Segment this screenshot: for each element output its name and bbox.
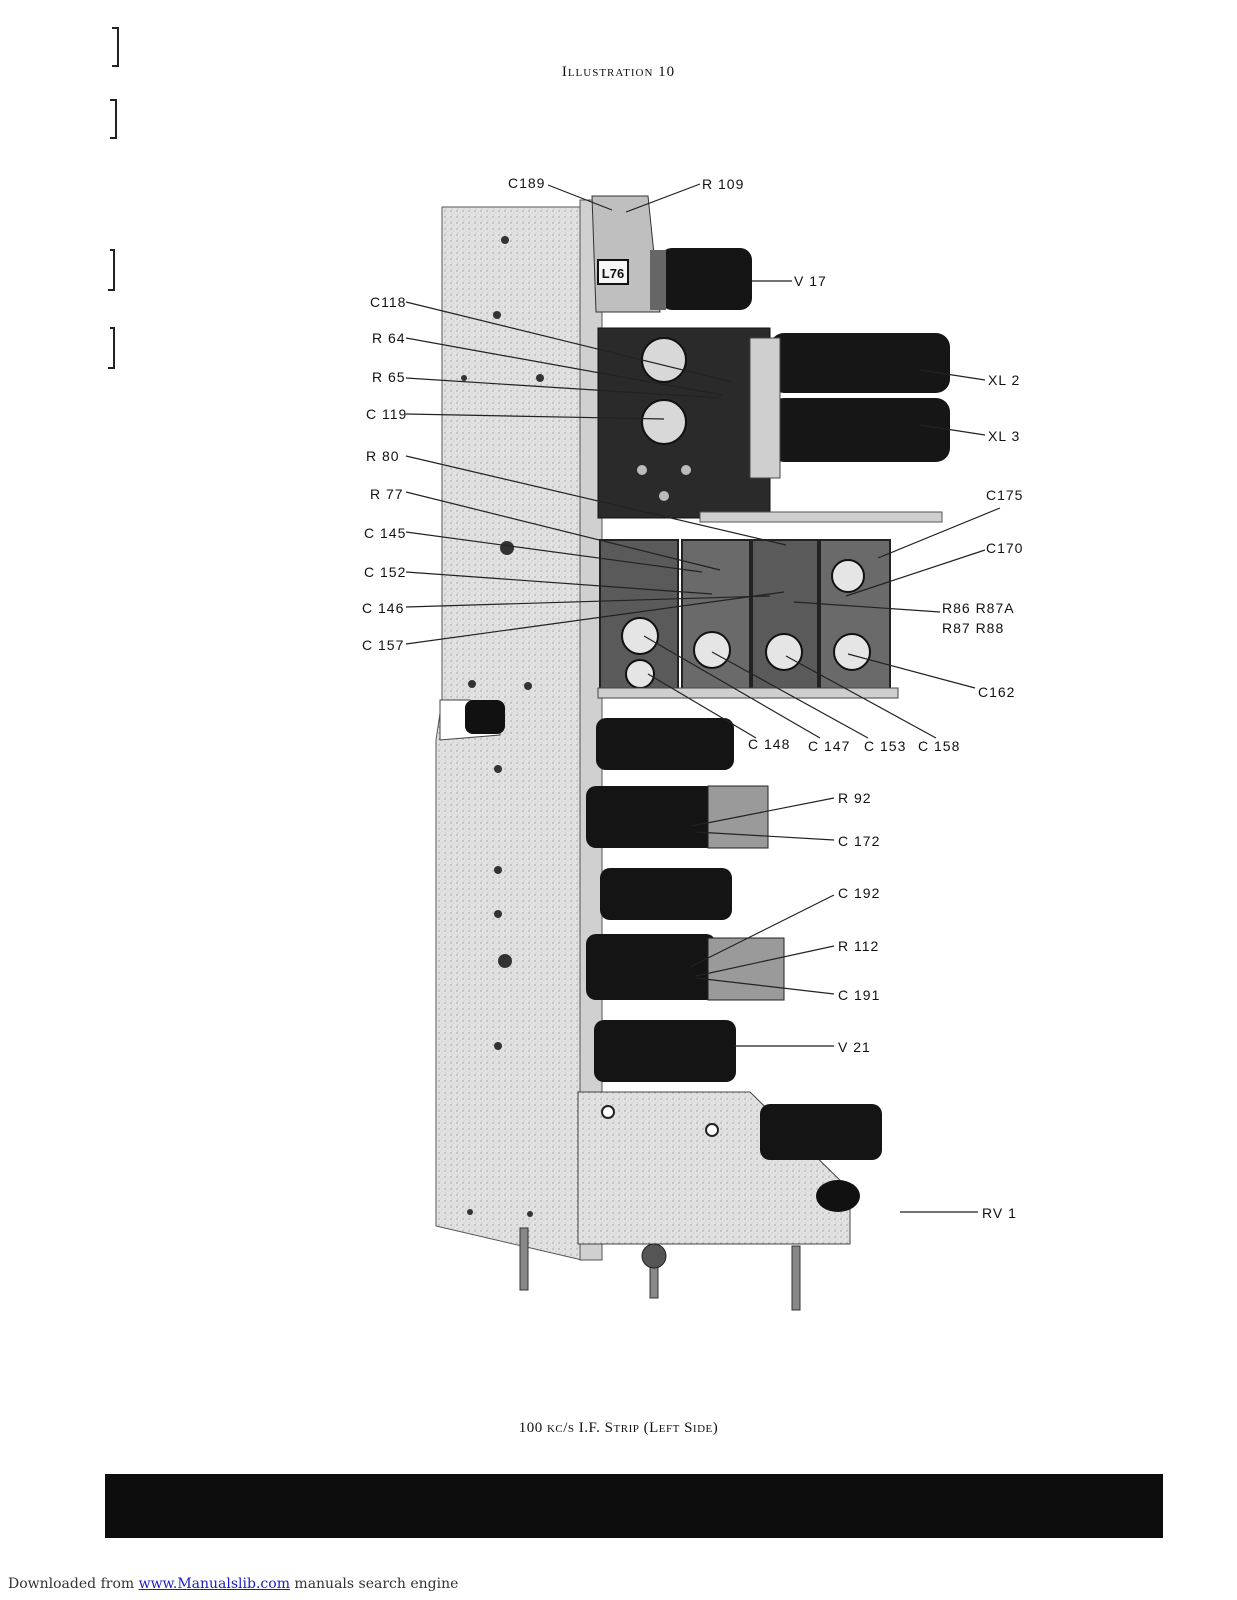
label-r77: R 77 (370, 486, 404, 502)
label-c192: C 192 (838, 885, 881, 901)
label-c145: C 145 (364, 525, 407, 541)
label-xl3: XL 3 (988, 428, 1021, 444)
label-c119: C 119 (366, 406, 408, 422)
label-c172: C 172 (838, 833, 881, 849)
label-c118: C118 (370, 294, 407, 310)
footer: Downloaded from www.Manualslib.com manua… (8, 1576, 458, 1592)
label-r92: R 92 (838, 790, 872, 806)
label-r112: R 112 (838, 938, 880, 954)
label-c157: C 157 (362, 637, 405, 653)
label-c162: C162 (978, 684, 1016, 700)
label-c146: C 146 (362, 600, 405, 616)
label-r64: R 64 (372, 330, 406, 346)
label-c147: C 147 (808, 738, 851, 754)
footer-suffix: manuals search engine (289, 1576, 459, 1592)
page-heading: Illustration 10 (561, 64, 676, 80)
label-c170: C170 (986, 540, 1024, 556)
label-c153: C 153 (864, 738, 907, 754)
footer-prefix: Downloaded from (8, 1576, 139, 1592)
label-v17: V 17 (794, 273, 827, 289)
label-c158: C 158 (918, 738, 961, 754)
label-r86-r87a: R86 R87A (942, 600, 1015, 616)
label-r87-r88: R87 R88 (942, 620, 1005, 636)
scan-edge-bar (105, 1474, 1163, 1538)
label-r65: R 65 (372, 369, 406, 385)
label-c152: C 152 (364, 564, 407, 580)
label-r80: R 80 (366, 448, 400, 464)
label-c148: C 148 (748, 736, 791, 752)
svg-text:L76: L76 (602, 266, 624, 281)
label-rv1: RV 1 (982, 1205, 1017, 1221)
label-v21: V 21 (838, 1039, 871, 1055)
label-c191: C 191 (838, 987, 881, 1003)
label-r109: R 109 (702, 176, 745, 192)
label-xl2: XL 2 (988, 372, 1021, 388)
manualslib-link[interactable]: www.Manualslib.com (138, 1576, 290, 1592)
label-c189: C189 (508, 175, 546, 191)
figure-caption: 100 kc/s I.F. Strip (Left Side) (518, 1420, 719, 1436)
label-c175: C175 (986, 487, 1024, 503)
